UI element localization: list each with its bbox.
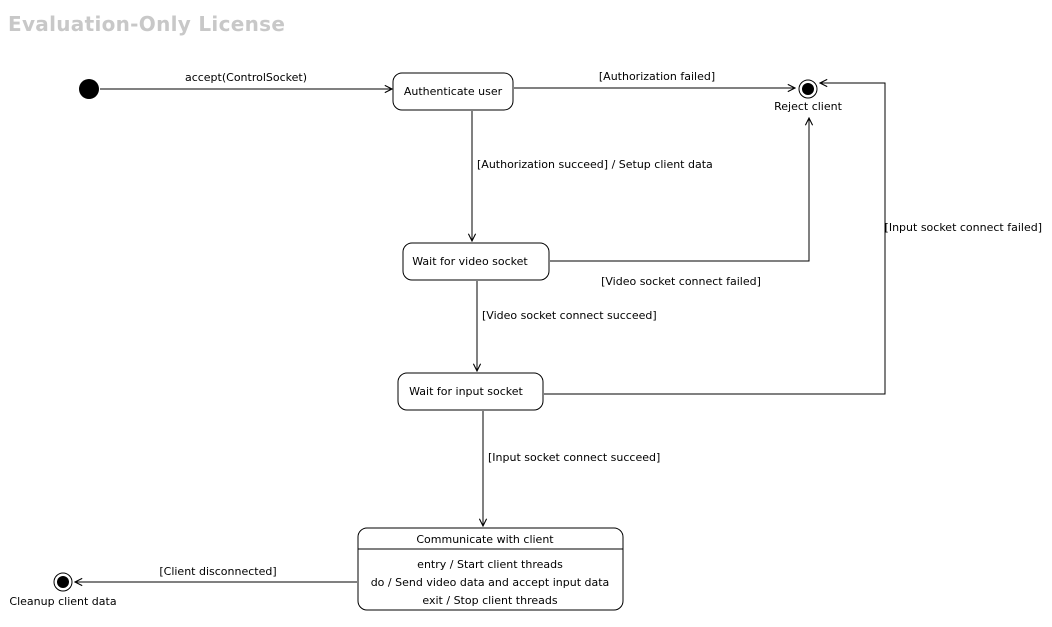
label-auth-failed: [Authorization failed]: [599, 70, 715, 83]
label-input-succeed: [Input socket connect succeed]: [488, 451, 660, 464]
label-reject-client: Reject client: [774, 100, 842, 113]
state-communicate-do: do / Send video data and accept input da…: [371, 576, 610, 589]
label-video-succeed: [Video socket connect succeed]: [482, 309, 657, 322]
state-authenticate-user: Authenticate user: [392, 72, 514, 111]
label-video-failed: [Video socket connect failed]: [601, 275, 761, 288]
state-communicate-title: Communicate with client: [416, 533, 554, 546]
final-state-reject: [798, 79, 818, 99]
label-accept: accept(ControlSocket): [185, 71, 307, 84]
label-cleanup-client-data: Cleanup client data: [9, 595, 116, 608]
state-wait-input-label: Wait for input socket: [409, 385, 523, 398]
state-authenticate-label: Authenticate user: [404, 85, 503, 98]
state-communicate-exit: exit / Stop client threads: [422, 594, 557, 607]
edge-video-failed: [550, 118, 809, 262]
state-wait-video-label: Wait for video socket: [412, 255, 528, 268]
final-state-cleanup: [53, 572, 73, 592]
state-communicate-with-client: Communicate with client entry / Start cl…: [357, 527, 624, 611]
label-client-disconnected: [Client disconnected]: [159, 565, 276, 578]
state-wait-input-socket: Wait for input socket: [397, 372, 544, 411]
state-communicate-entry: entry / Start client threads: [417, 558, 563, 571]
label-auth-succeed: [Authorization succeed] / Setup client d…: [477, 158, 713, 171]
edge-input-failed: [544, 83, 886, 395]
state-wait-video-socket: Wait for video socket: [402, 242, 550, 281]
label-input-failed: [Input socket connect failed]: [885, 221, 1042, 234]
initial-state: [79, 79, 99, 99]
watermark-text: Evaluation-Only License: [8, 12, 286, 36]
